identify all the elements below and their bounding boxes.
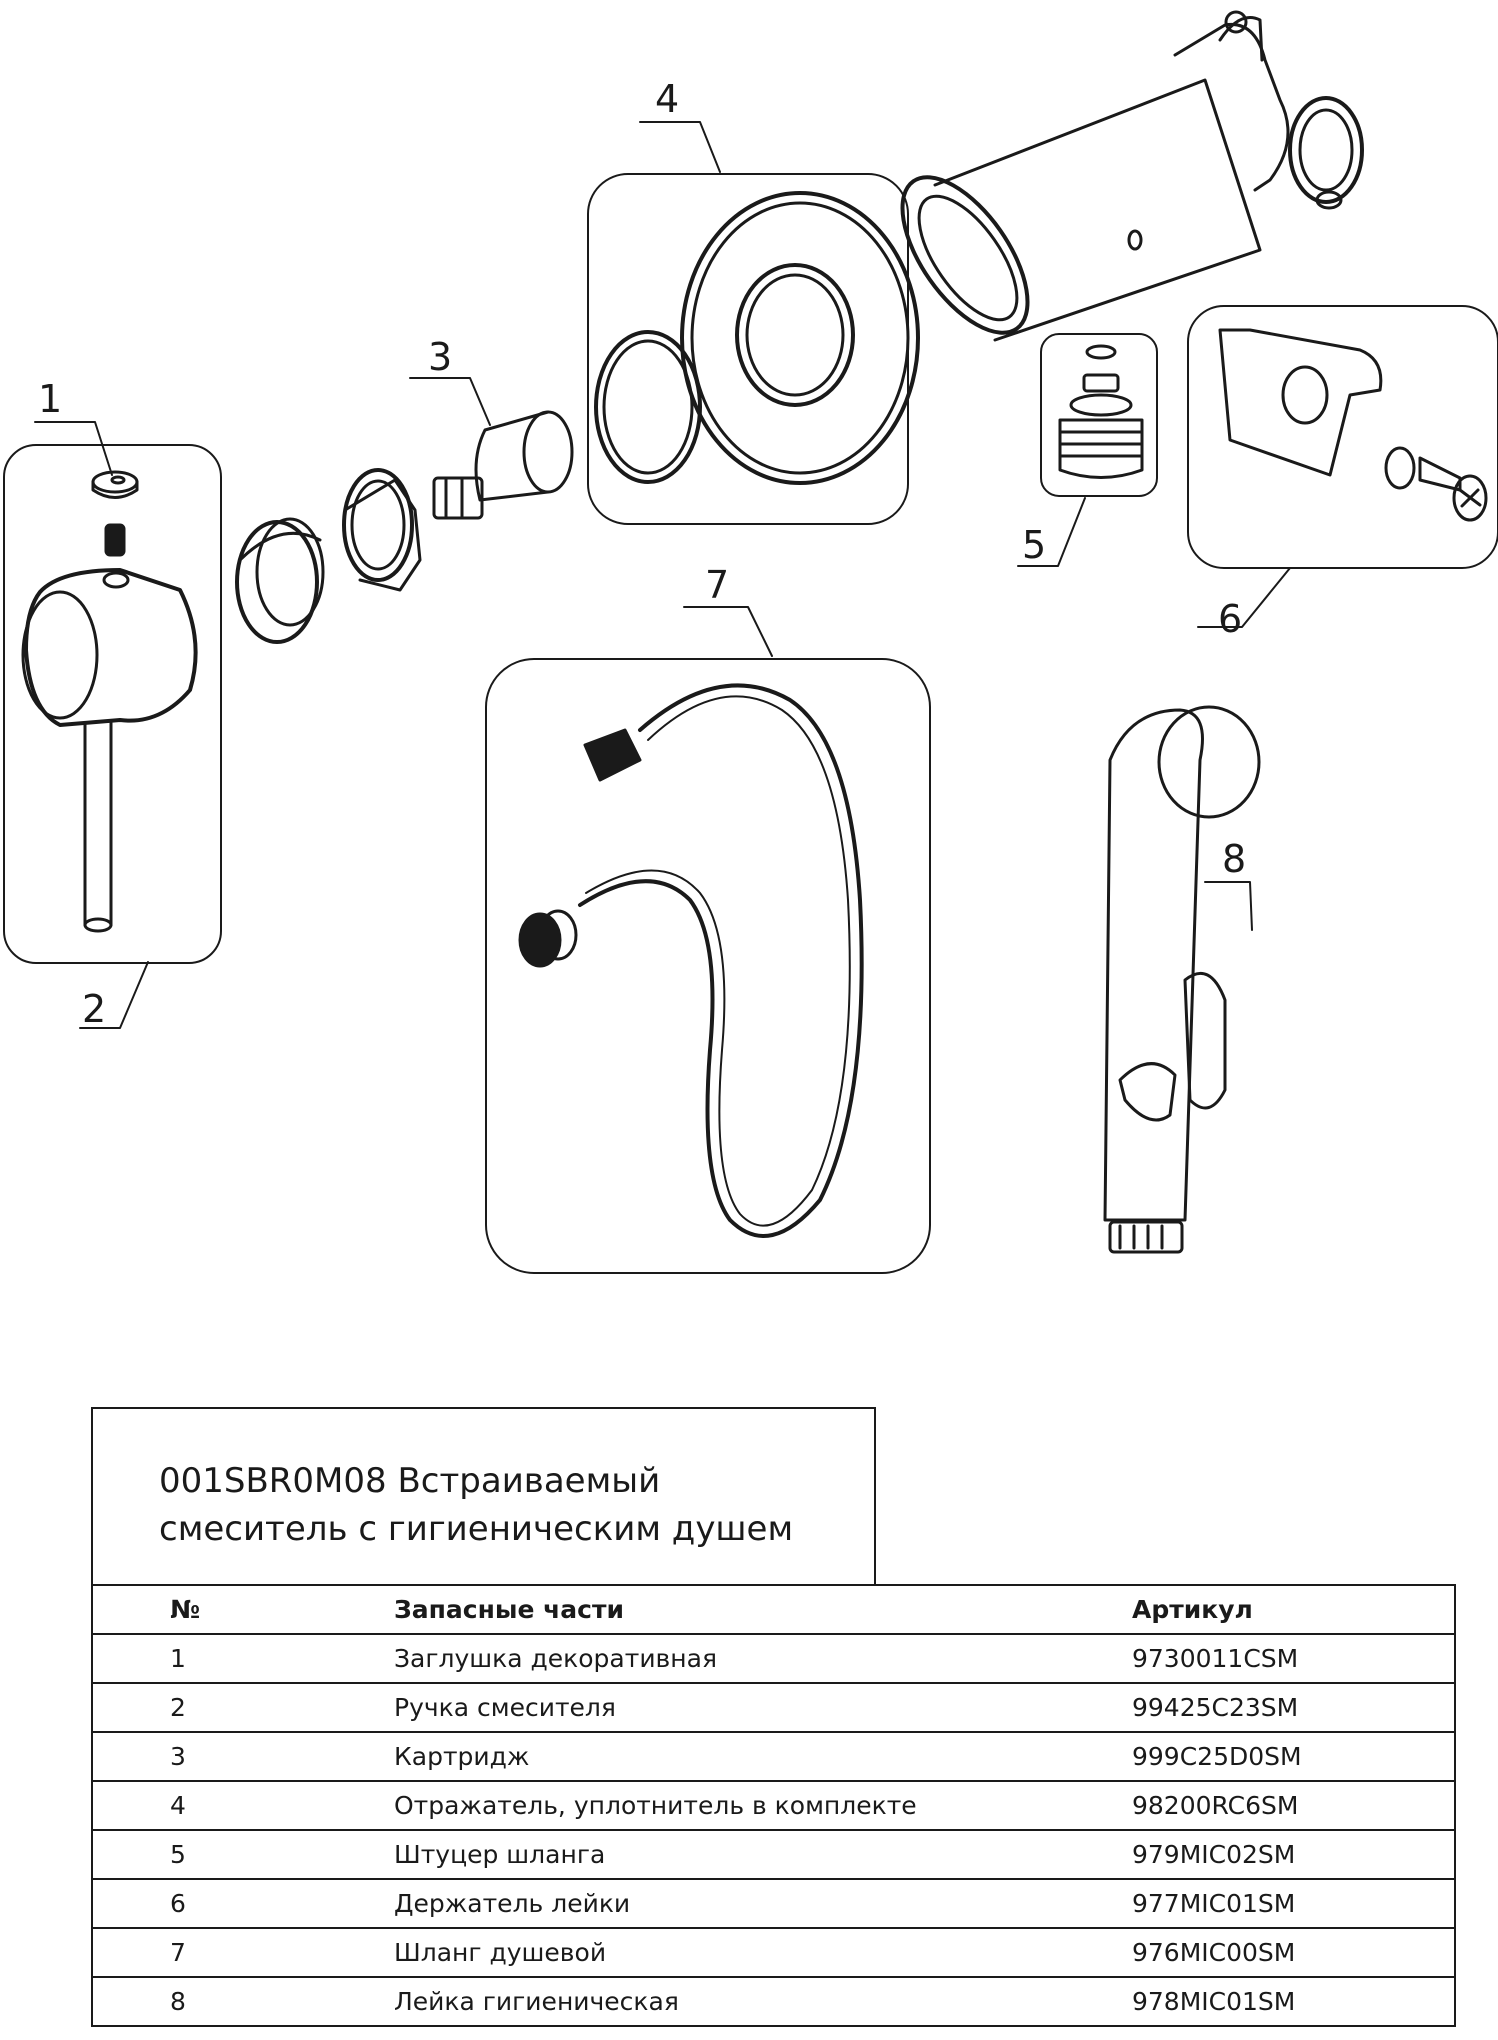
row-article: 976MIC00SM	[1132, 1927, 1456, 1978]
document-title: 001SBR0M08 Встраиваемый смеситель с гиги…	[159, 1457, 859, 1553]
table-header-row: № Запасные части Артикул	[91, 1584, 1456, 1635]
exploded-parts-drawing: 1 2 3 4 5 6 7 8	[3, 10, 1498, 1274]
row-part-name: Картридж	[302, 1731, 1132, 1782]
row-part-name: Держатель лейки	[302, 1878, 1132, 1929]
part-shower-hose	[485, 658, 931, 1274]
row-article: 979MIC02SM	[1132, 1829, 1456, 1880]
row-number: 1	[91, 1633, 302, 1684]
part-hygienic-shower	[1103, 705, 1261, 1254]
row-article: 9730011CSM	[1132, 1633, 1456, 1684]
part-shower-holder	[1187, 305, 1498, 569]
table-row: 3 Картридж 999C25D0SM	[91, 1731, 1456, 1782]
row-part-name: Лейка гигиеническая	[302, 1976, 1132, 2027]
row-part-name: Ручка смесителя	[302, 1682, 1132, 1733]
callout-leaders	[34, 121, 1291, 1029]
callout-3: 3	[428, 335, 452, 379]
row-part-name: Отражатель, уплотнитель в комплекте	[302, 1780, 1132, 1831]
header-article: Артикул	[1132, 1584, 1456, 1635]
row-number: 3	[91, 1731, 302, 1782]
part-cartridge	[432, 410, 574, 520]
callout-4: 4	[655, 77, 679, 121]
row-number: 7	[91, 1927, 302, 1978]
table-row: 8 Лейка гигиеническая 978MIC01SM	[91, 1976, 1456, 2027]
callout-numbers: 1 2 3 4 5 6 7 8	[38, 77, 1246, 1031]
row-part-name: Шланг душевой	[302, 1927, 1132, 1978]
table-row: 1 Заглушка декоративная 9730011CSM	[91, 1633, 1456, 1684]
row-number: 6	[91, 1878, 302, 1929]
row-part-name: Штуцер шланга	[302, 1829, 1132, 1880]
row-number: 2	[91, 1682, 302, 1733]
row-article: 98200RC6SM	[1132, 1780, 1456, 1831]
table-row: 2 Ручка смесителя 99425C23SM	[91, 1682, 1456, 1733]
callout-8: 8	[1222, 837, 1246, 881]
callout-2: 2	[82, 987, 106, 1031]
row-article: 977MIC01SM	[1132, 1878, 1456, 1929]
table-row: 5 Штуцер шланга 979MIC02SM	[91, 1829, 1456, 1880]
header-part-name: Запасные части	[302, 1584, 1132, 1635]
callout-6: 6	[1218, 597, 1242, 641]
table-row: 4 Отражатель, уплотнитель в комплекте 98…	[91, 1780, 1456, 1831]
row-part-name: Заглушка декоративная	[302, 1633, 1132, 1684]
row-article: 999C25D0SM	[1132, 1731, 1456, 1782]
row-number: 5	[91, 1829, 302, 1880]
callout-5: 5	[1022, 523, 1046, 567]
part-plug	[91, 470, 139, 499]
title-line-2: смеситель с гигиеническим душем	[159, 1509, 794, 1549]
part-mixer-body	[900, 10, 1364, 342]
row-article: 978MIC01SM	[1132, 1976, 1456, 2027]
callout-7: 7	[705, 563, 729, 607]
part-reflector	[587, 173, 920, 525]
part-cover-ring	[235, 468, 422, 644]
part-handle	[3, 444, 222, 964]
title-box: 001SBR0M08 Встраиваемый смеситель с гиги…	[91, 1407, 876, 1585]
row-number: 4	[91, 1780, 302, 1831]
callout-1: 1	[38, 377, 62, 421]
header-number: №	[91, 1584, 302, 1635]
spare-parts-table: № Запасные части Артикул 1 Заглушка деко…	[91, 1584, 1456, 2027]
title-line-1: 001SBR0M08 Встраиваемый	[159, 1461, 661, 1501]
row-article: 99425C23SM	[1132, 1682, 1456, 1733]
table-row: 6 Держатель лейки 977MIC01SM	[91, 1878, 1456, 1929]
part-hose-fitting	[1040, 333, 1158, 497]
table-row: 7 Шланг душевой 976MIC00SM	[91, 1927, 1456, 1978]
row-number: 8	[91, 1976, 302, 2027]
